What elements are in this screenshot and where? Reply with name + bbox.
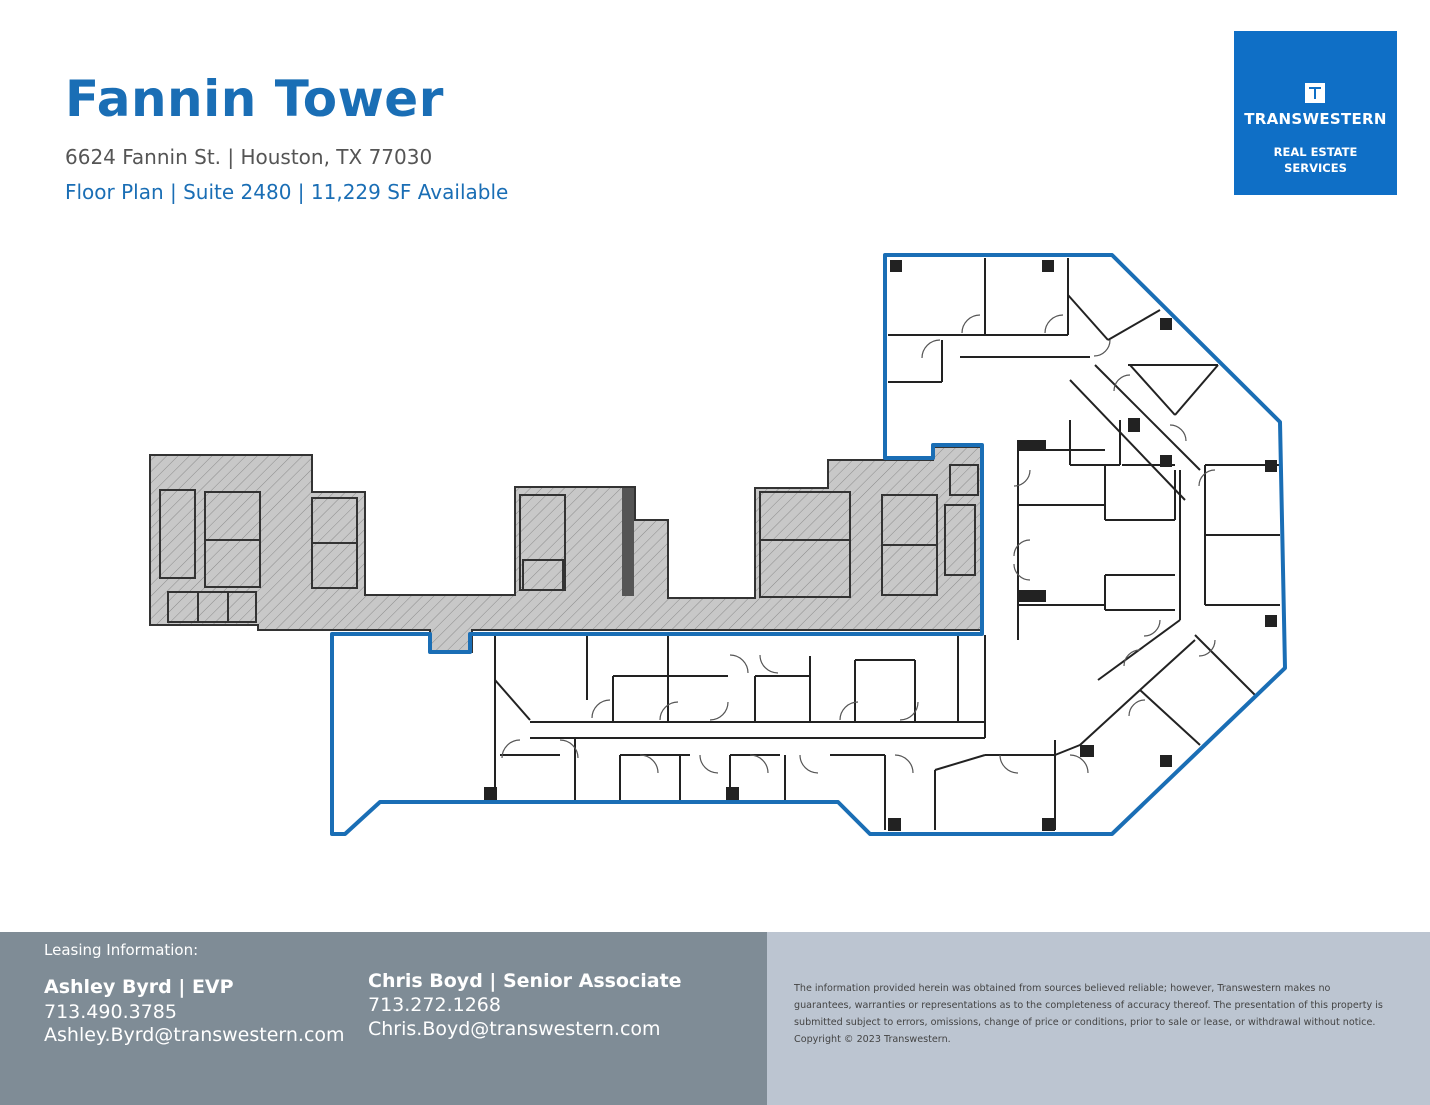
contact-email[interactable]: Chris.Boyd@transwestern.com — [368, 1018, 661, 1040]
disclaimer-panel: The information provided herein was obta… — [767, 932, 1430, 1105]
logo-tagline-line1: REAL ESTATE — [1273, 145, 1358, 159]
contact-phone[interactable]: 713.272.1268 — [368, 994, 501, 1016]
logo-name: TRANSWESTERN — [1244, 110, 1387, 128]
contact-name: Chris Boyd | Senior Associate — [368, 970, 682, 992]
property-address: 6624 Fannin St. | Houston, TX 77030 — [65, 145, 433, 169]
door-swings — [501, 314, 1216, 774]
contact-email[interactable]: Ashley.Byrd@transwestern.com — [44, 1024, 345, 1046]
logo-t-icon — [1305, 83, 1325, 103]
leasing-heading: Leasing Information: — [44, 941, 199, 959]
leasing-info-panel: Leasing Information: Ashley Byrd | EVP 7… — [0, 932, 767, 1105]
suite-outline — [330, 253, 1287, 836]
page-title: Fannin Tower — [65, 70, 444, 128]
logo-tagline-line2: SERVICES — [1284, 161, 1347, 175]
disclaimer-text: The information provided herein was obta… — [794, 983, 1383, 1045]
transwestern-logo: TRANSWESTERN REAL ESTATE SERVICES — [1234, 31, 1397, 195]
suite-summary: Floor Plan | Suite 2480 | 11,229 SF Avai… — [65, 180, 509, 204]
contact-phone[interactable]: 713.490.3785 — [44, 1001, 177, 1023]
contact-name: Ashley Byrd | EVP — [44, 976, 234, 998]
building-core — [149, 446, 983, 653]
structural-columns — [484, 260, 1277, 831]
